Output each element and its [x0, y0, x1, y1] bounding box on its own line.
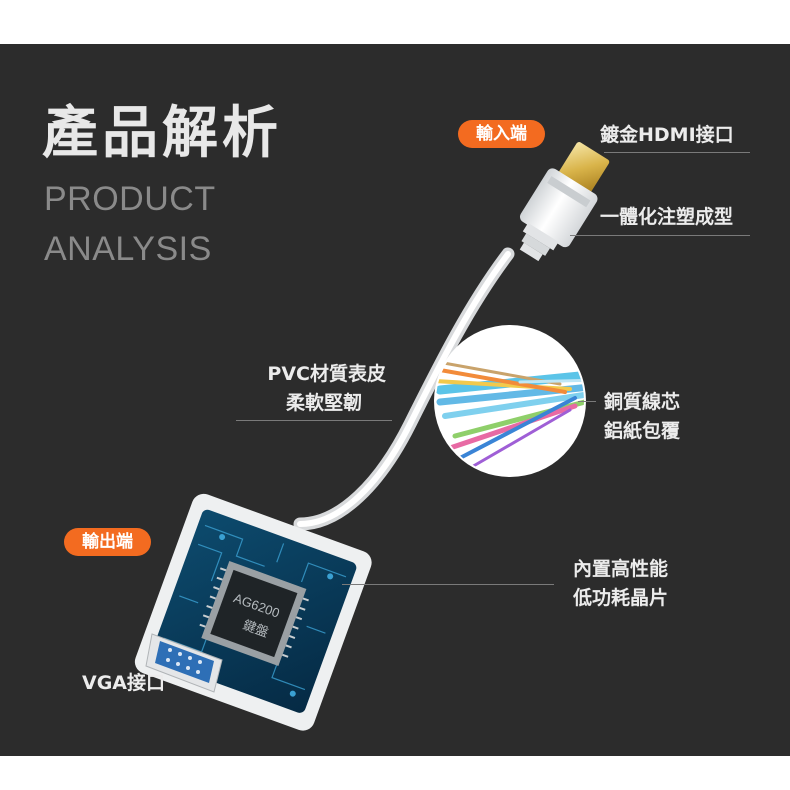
label-pvc-line1: PVC材質表皮 — [267, 363, 386, 385]
wire-detail-circle — [434, 325, 586, 477]
label-copper: 銅質線芯 鋁紙包覆 — [604, 388, 680, 447]
label-pvc: PVC材質表皮 柔軟堅韌 — [236, 360, 386, 419]
label-copper-line1: 銅質線芯 — [604, 391, 681, 413]
leader-line-chip — [342, 584, 554, 585]
leader-line-molding — [570, 235, 750, 236]
label-chip-line2: 低功耗晶片 — [573, 587, 669, 610]
output-tag: 輸出端 — [64, 528, 151, 556]
label-molding: 一體化注塑成型 — [600, 206, 734, 228]
page-title: 產品解析 — [42, 101, 282, 166]
leader-line-hdmi — [604, 152, 750, 153]
input-tag: 輸入端 — [458, 120, 545, 148]
product-panel: AG6200 鍵盤 — [0, 44, 790, 756]
label-vga: VGA接口 — [82, 672, 166, 694]
label-pvc-line2: 柔軟堅韌 — [285, 392, 362, 415]
leader-line-pvc — [236, 420, 392, 421]
page-subtitle-line1: PRODUCT — [44, 180, 216, 218]
label-hdmi: 鍍金HDMI接口 — [600, 124, 734, 146]
leader-line-copper — [578, 401, 596, 402]
hdmi-connector — [519, 142, 610, 262]
label-chip: 內置高性能 低功耗晶片 — [573, 555, 668, 614]
vga-port — [145, 633, 223, 693]
vga-adapter: AG6200 鍵盤 — [134, 493, 372, 731]
adapter-illustration: AG6200 鍵盤 — [134, 142, 610, 731]
page-subtitle-line2: ANALYSIS — [44, 230, 212, 268]
label-chip-line1: 內置高性能 — [573, 558, 669, 580]
label-copper-line2: 鋁紙包覆 — [604, 420, 681, 443]
